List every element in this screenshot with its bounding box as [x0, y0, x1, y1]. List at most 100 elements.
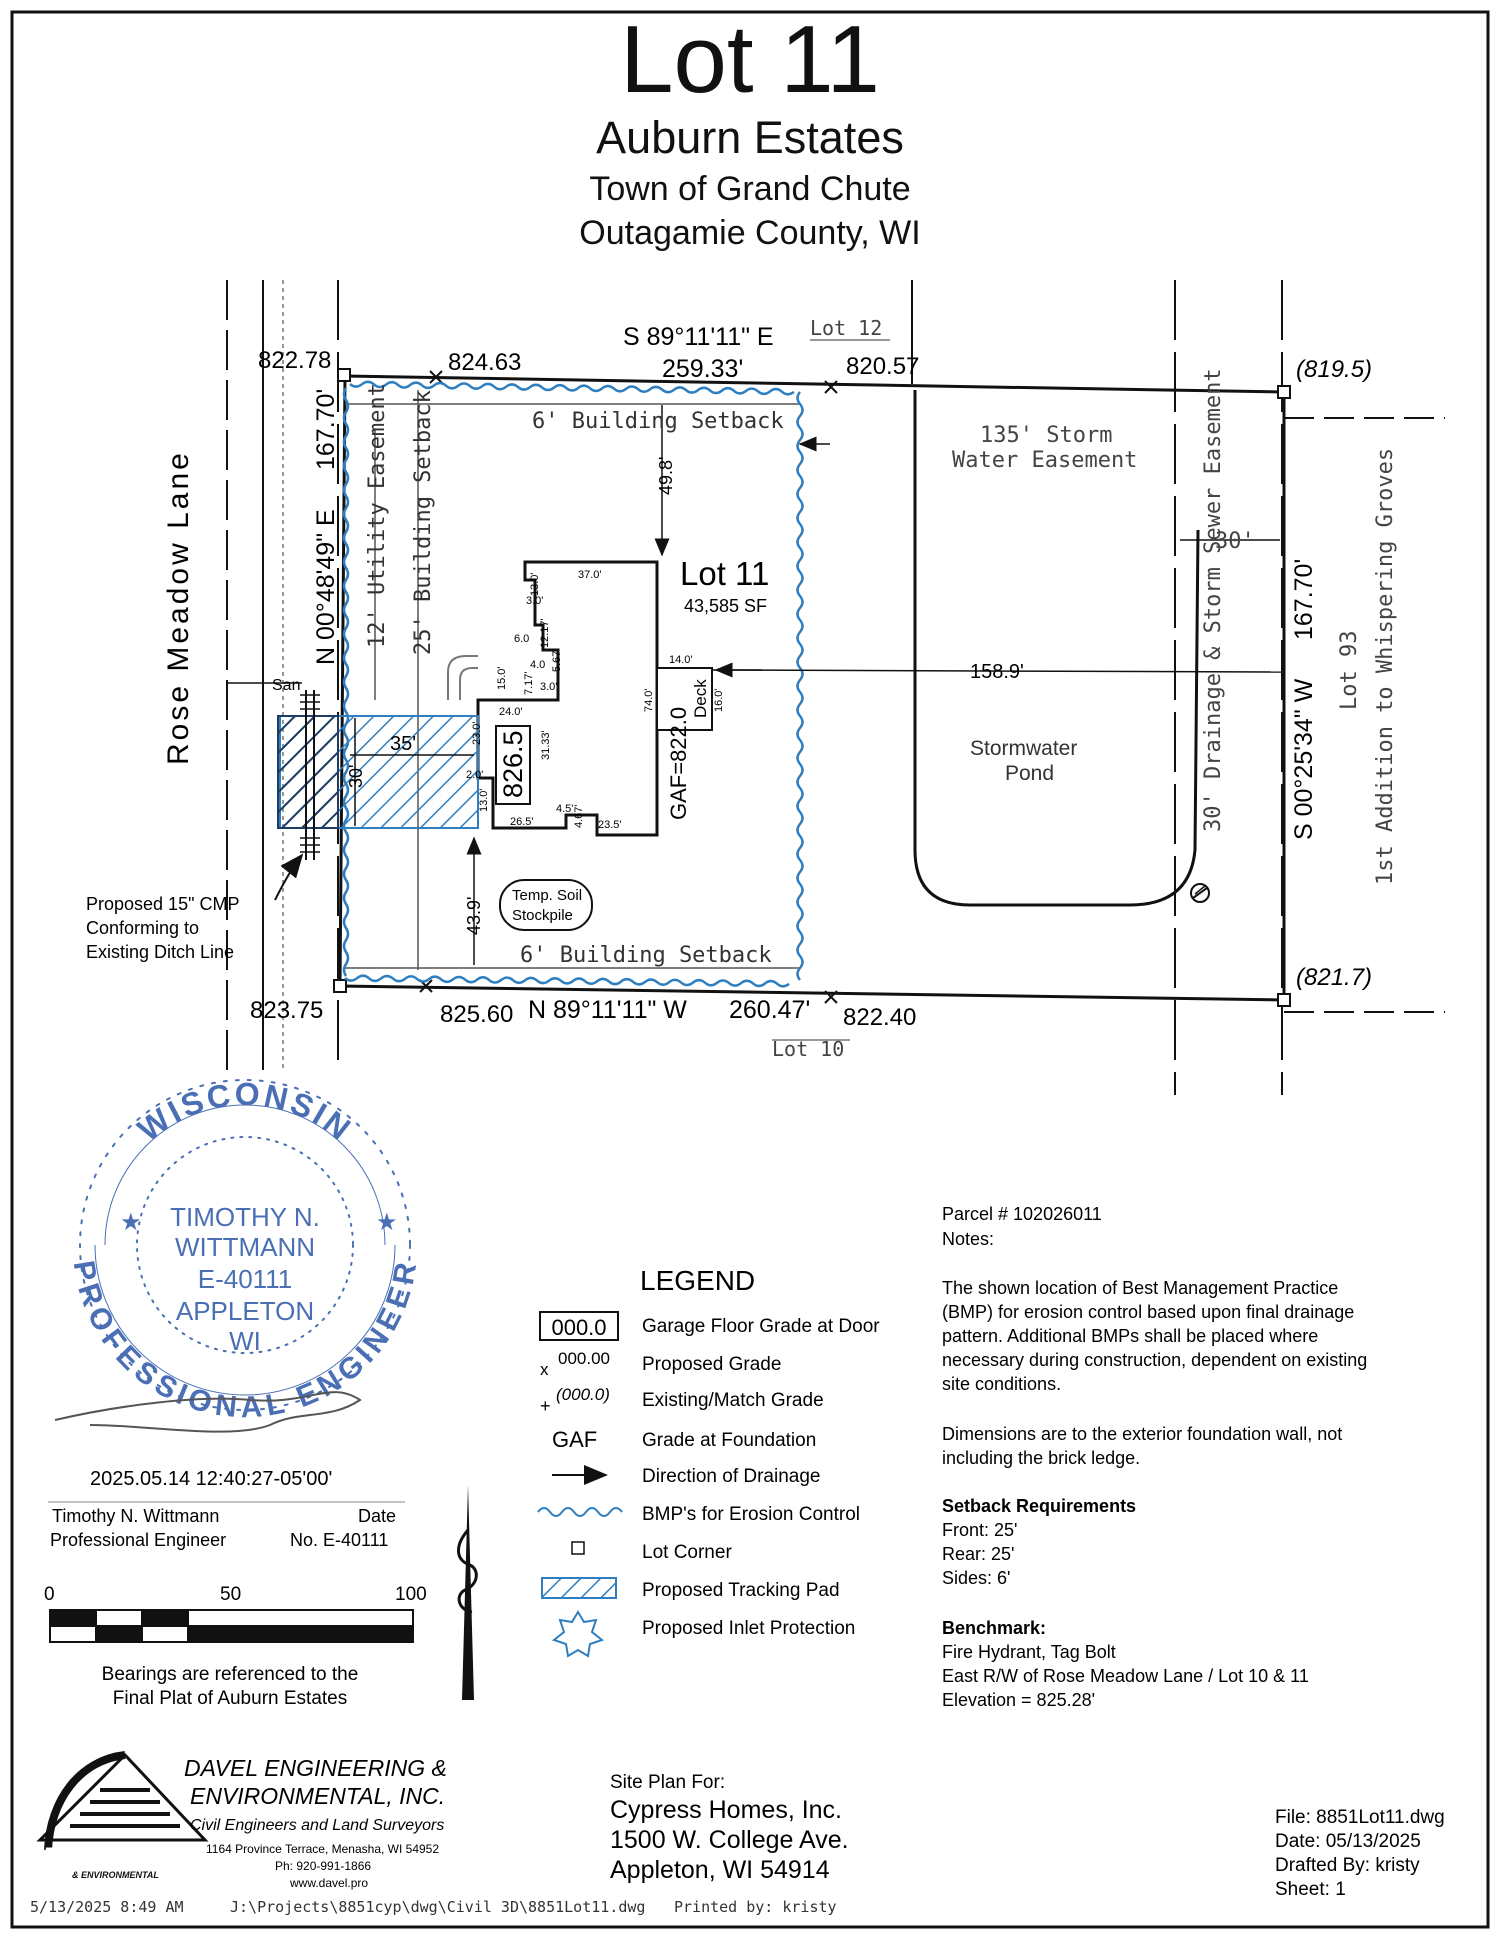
- tracking-pad-road: [277, 715, 339, 829]
- notes-p2-l2: including the brick ledge.: [942, 1448, 1140, 1468]
- county-title: Outagamie County, WI: [579, 214, 921, 252]
- sign-timestamp: 2025.05.14 12:40:27-05'00': [90, 1468, 332, 1490]
- file-drafted: Drafted By: kristy: [1275, 1855, 1420, 1876]
- stormwater-pond-outline: [913, 390, 1200, 907]
- west-bearing: N 00°48'49" E: [312, 509, 340, 665]
- seal-star-left-icon: ★: [120, 1209, 142, 1236]
- north-arrow-icon: [457, 1485, 478, 1700]
- notes-p1-l2: (BMP) for erosion control based upon fin…: [942, 1302, 1354, 1322]
- scale-0: 0: [44, 1584, 55, 1605]
- company-name-1: DAVEL ENGINEERING &: [184, 1755, 447, 1781]
- addition-label: 1st Addition to Whispering Groves: [1373, 448, 1398, 885]
- town-title: Town of Grand Chute: [589, 170, 911, 208]
- storm-easement-2: Water Easement: [952, 448, 1137, 473]
- sign-date-label: Date: [358, 1506, 396, 1526]
- south-bearing: N 89°11'11" W: [528, 996, 687, 1024]
- seal-name-2: WITTMANN: [175, 1232, 315, 1262]
- sign-number: No. E-40111: [290, 1530, 388, 1550]
- legend-existing-sym: (000.0): [556, 1385, 610, 1404]
- cmp-label-2: Conforming to: [86, 918, 199, 938]
- house-dim-74: 74.0': [643, 688, 655, 712]
- setback-north-label: 6' Building Setback: [532, 409, 784, 434]
- legend-pad: Proposed Tracking Pad: [642, 1580, 840, 1601]
- house-dim-3a: 3.0': [526, 595, 543, 607]
- lot-number-label: Lot 11: [680, 555, 769, 592]
- north-bearing: S 89°11'11" E: [623, 323, 774, 351]
- house-dim-3133: 31.33': [540, 730, 552, 760]
- client-city: Appleton, WI 54914: [610, 1856, 830, 1884]
- house-dim-4: 4.0: [530, 659, 545, 671]
- house-dim-2: 2.0': [466, 769, 483, 781]
- notes-setback-head: Setback Requirements: [942, 1496, 1136, 1516]
- notes-p2-l1: Dimensions are to the exterior foundatio…: [942, 1424, 1342, 1444]
- cmp-label-3: Existing Ditch Line: [86, 942, 234, 962]
- setback-front-label: 25' Building Setback: [411, 390, 436, 655]
- notes-bench-head: Benchmark:: [942, 1618, 1046, 1638]
- legend-inlet-icon: [551, 1610, 605, 1658]
- road-label: Rose Meadow Lane: [162, 450, 195, 765]
- dim-43-9: 43.9': [464, 897, 484, 935]
- setback-south-label: 6' Building Setback: [520, 943, 772, 968]
- client-name: Cypress Homes, Inc.: [610, 1796, 842, 1824]
- legend-corner: Lot Corner: [642, 1542, 732, 1563]
- scale-bar: [49, 1609, 414, 1643]
- notes-bench-1: Fire Hydrant, Tag Bolt: [942, 1642, 1116, 1662]
- lot-title: Lot 11: [620, 6, 880, 113]
- house-dim-16: 16.0': [713, 688, 725, 712]
- legend-garage: Garage Floor Grade at Door: [642, 1316, 880, 1337]
- notes-p1-l1: The shown location of Best Management Pr…: [942, 1278, 1338, 1298]
- utility-easement-label: 12' Utility Easement: [365, 383, 390, 648]
- legend-gaf: Grade at Foundation: [642, 1430, 816, 1451]
- footer-printed: Printed by: kristy: [674, 1898, 837, 1916]
- file-sheet: Sheet: 1: [1275, 1879, 1346, 1900]
- culvert-ticks: [300, 694, 320, 853]
- east-bearing: S 00°25'34" W: [1290, 678, 1318, 840]
- house-dim-12: 12.17': [539, 618, 551, 648]
- house-dim-13a: 13.0': [529, 572, 541, 596]
- soil-stockpile-outline: [499, 879, 593, 931]
- seal-top-path: WISCONSIN: [131, 1076, 356, 1149]
- grade-s1: 825.60: [440, 1001, 513, 1028]
- grade-s2: 822.40: [843, 1004, 916, 1031]
- legend-bmp: BMP's for Erosion Control: [642, 1504, 860, 1525]
- sign-title: Professional Engineer: [50, 1530, 226, 1550]
- inlet-symbol: [1190, 883, 1210, 903]
- notes-bench-3: Elevation = 825.28': [942, 1690, 1095, 1710]
- notes-p1-l3: pattern. Additional BMPs shall be placed…: [942, 1326, 1318, 1346]
- grade-n1: 824.63: [448, 349, 521, 376]
- legend-heading: LEGEND: [640, 1265, 755, 1296]
- north-distance: 259.33': [662, 355, 743, 383]
- stockpile-label-2: Stockpile: [512, 907, 573, 924]
- seal-name-1: TIMOTHY N.: [170, 1202, 320, 1232]
- deck-outline: [656, 667, 713, 731]
- legend-bmp-icon: [537, 1507, 623, 1517]
- notes-label: Notes:: [942, 1229, 994, 1249]
- house-dim-567: 5.67': [551, 648, 563, 672]
- gaf-label: GAF=822.0: [666, 707, 691, 820]
- legend-plus-icon: +: [540, 1396, 551, 1416]
- house-dim-24: 24.0': [499, 706, 523, 718]
- culvert-pipe: [305, 690, 315, 860]
- company-web: www.davel.pro: [289, 1876, 368, 1890]
- legend-drainage: Direction of Drainage: [642, 1466, 820, 1487]
- south-distance: 260.47': [729, 996, 810, 1024]
- scale-50: 50: [220, 1584, 241, 1605]
- stockpile-label-1: Temp. Soil: [512, 887, 582, 904]
- company-address: 1164 Province Terrace, Menasha, WI 54952: [206, 1842, 439, 1856]
- bearings-note-1: Bearings are referenced to the: [102, 1664, 359, 1685]
- client-street: 1500 W. College Ave.: [610, 1826, 849, 1854]
- walkway-inner: [459, 667, 478, 700]
- house-dim-467: 4.67': [573, 804, 585, 828]
- dim-30-east: 30': [1215, 529, 1255, 554]
- house-dim-37: 37.0': [578, 569, 602, 581]
- lot-corner-ne: [1277, 385, 1291, 399]
- legend-proposed: Proposed Grade: [642, 1354, 781, 1375]
- logo-text: DAVEL: [42, 1842, 132, 1872]
- bearings-note-2: Final Plat of Auburn Estates: [113, 1688, 347, 1709]
- notes-parcel: Parcel # 102026011: [942, 1204, 1102, 1224]
- cmp-leader: [274, 853, 304, 901]
- pond-label-2: Pond: [1005, 762, 1054, 785]
- house-dim-15: 15.0': [496, 666, 508, 690]
- house-dim-45: 4.5': [556, 803, 573, 815]
